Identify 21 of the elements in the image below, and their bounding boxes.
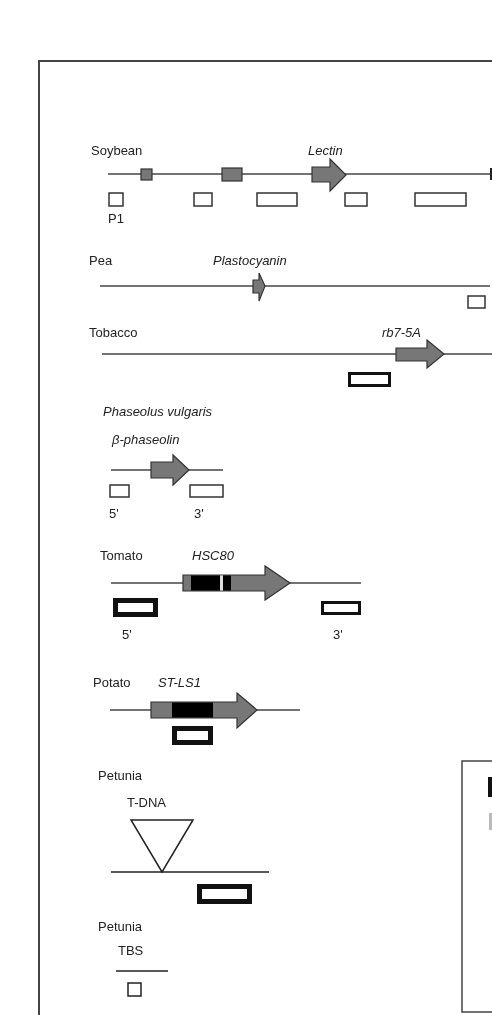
gene-name: β-phaseolin xyxy=(112,432,180,447)
element-label: T-DNA xyxy=(127,795,166,810)
gene-name: Plastocyanin xyxy=(213,253,287,268)
species-label: Tomato xyxy=(100,548,143,563)
probe-label: P1 xyxy=(108,211,124,226)
end-label: 5' xyxy=(109,506,119,521)
species-label: Potato xyxy=(93,675,131,690)
gene-name: ST-LS1 xyxy=(158,675,201,690)
gene-name: rb7-5A xyxy=(382,325,422,340)
end-label: 3' xyxy=(194,506,204,521)
species-label: Phaseolus vulgaris xyxy=(103,404,213,419)
species-label: Pea xyxy=(89,253,113,268)
species-label: Soybean xyxy=(91,143,143,158)
element-label: TBS xyxy=(118,943,144,958)
species-label: Petunia xyxy=(98,768,143,783)
species-label: Petunia xyxy=(98,919,143,934)
end-label: 5' xyxy=(122,627,132,642)
gene-name: Lectin xyxy=(308,143,343,158)
gene-name: HSC80 xyxy=(192,548,234,563)
end-label: 3' xyxy=(333,627,343,642)
species-label: Tobacco xyxy=(89,325,138,340)
